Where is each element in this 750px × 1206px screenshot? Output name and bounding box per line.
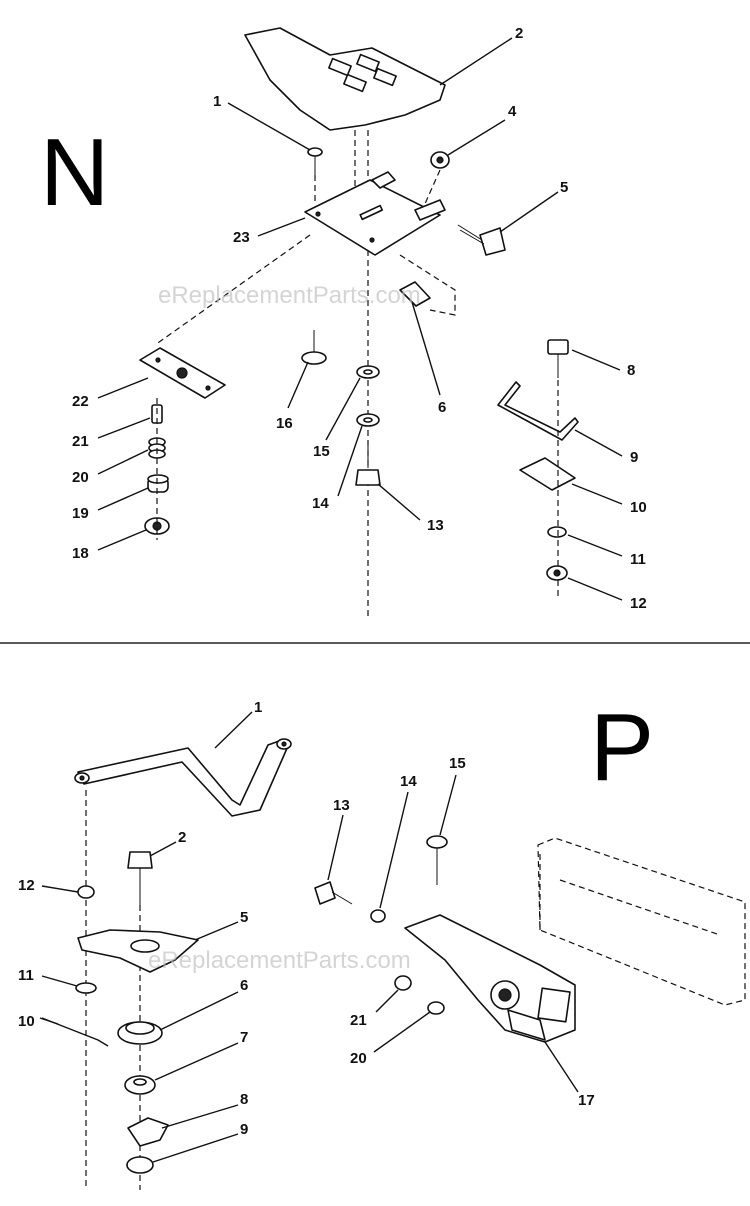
- callouts-n: 1 2 4 5 23 6 8 22 16 15 9 21 20 14 10 19…: [72, 25, 647, 612]
- callout-p-12: 12: [18, 877, 35, 894]
- callout-p-1: 1: [254, 699, 262, 716]
- washer-part-p14: [370, 909, 386, 923]
- hex-bolt-part-2: [355, 445, 381, 486]
- leader-lines-p: [39, 711, 579, 1163]
- callout-n-21: 21: [72, 433, 89, 450]
- seat-bracket-part: [497, 381, 579, 441]
- callout-n-22: 22: [72, 393, 89, 410]
- hex-bolt-part: [457, 224, 506, 256]
- callout-n-10: 10: [630, 499, 647, 516]
- callout-n-23: 23: [233, 229, 250, 246]
- washer-part-3: [547, 526, 567, 538]
- bolt-part-8: [547, 339, 569, 378]
- washer-part-p20: [427, 1001, 445, 1015]
- spring-part-p10: [41, 1017, 109, 1047]
- callout-p-10: 10: [18, 1013, 35, 1030]
- carriage-bolt-part-p15: [426, 835, 448, 885]
- callout-n-9: 9: [630, 449, 638, 466]
- washer-part-2: [356, 413, 380, 427]
- watermark-p: eReplacementParts.com: [148, 947, 411, 974]
- washer-part: [356, 365, 380, 379]
- callout-n-2: 2: [515, 25, 523, 42]
- callout-p-5: 5: [240, 909, 248, 926]
- callout-n-12: 12: [630, 595, 647, 612]
- callout-p-21: 21: [350, 1012, 367, 1029]
- idler-pulley-part: [117, 1021, 163, 1045]
- callout-p-17: 17: [578, 1092, 595, 1109]
- belt-guard-part: [127, 1117, 169, 1147]
- callout-p-6: 6: [240, 977, 248, 994]
- bolt-part-p2: [127, 851, 153, 905]
- callout-n-4: 4: [508, 103, 517, 120]
- flange-nut-part: [144, 517, 170, 535]
- clip-part: [399, 281, 431, 307]
- callout-p-9: 9: [240, 1121, 248, 1138]
- plate-part: [519, 457, 576, 491]
- section-letter-p: P: [590, 694, 654, 801]
- callout-n-16: 16: [276, 415, 293, 432]
- callout-p-7: 7: [240, 1029, 248, 1046]
- callout-n-20: 20: [72, 469, 89, 486]
- axle-bracket-part: [404, 914, 576, 1043]
- shoulder-bolt-part: [301, 330, 327, 365]
- callout-p-15: 15: [449, 755, 466, 772]
- callout-p-11: 11: [18, 967, 34, 984]
- nut-part-p12: [77, 885, 95, 899]
- callout-n-5: 5: [560, 179, 568, 196]
- idler-bracket-part: [77, 929, 199, 973]
- seat-plate-part: [304, 171, 446, 256]
- bolt-part-p13: [314, 881, 353, 905]
- lever-rod-part: [74, 738, 292, 817]
- seat-part: [244, 27, 446, 131]
- watermark-n: eReplacementParts.com: [158, 282, 421, 309]
- leader-lines-n: [97, 37, 623, 601]
- callout-p-20: 20: [350, 1050, 367, 1067]
- callout-n-14: 14: [312, 495, 329, 512]
- nut-part-p9: [126, 1156, 154, 1174]
- callout-p-14: 14: [400, 773, 417, 790]
- spring-part: [148, 437, 166, 459]
- bracket-part: [139, 347, 226, 399]
- callout-n-1: 1: [213, 93, 221, 110]
- callout-p-13: 13: [333, 797, 350, 814]
- frame-reference-outline: [537, 837, 746, 1006]
- section-letter-n: N: [40, 119, 109, 226]
- spacer-part-p7: [124, 1075, 156, 1095]
- callouts-p: 1 15 14 13 2 12 5 11 21 6 10 20 7 17 8 9: [18, 699, 595, 1138]
- callout-n-18: 18: [72, 545, 89, 562]
- nut-part-p21: [394, 975, 412, 991]
- callout-n-19: 19: [72, 505, 89, 522]
- lock-nut-part: [546, 565, 568, 581]
- bushing-part: [147, 474, 169, 493]
- callout-p-8: 8: [240, 1091, 248, 1108]
- washer-part-p11: [75, 982, 97, 994]
- callout-n-15: 15: [313, 443, 330, 460]
- nut-part: [430, 151, 450, 169]
- callout-n-8: 8: [627, 362, 635, 379]
- callout-p-2: 2: [178, 829, 186, 846]
- callout-n-6: 6: [438, 399, 446, 416]
- carriage-bolt-part: [307, 147, 323, 175]
- callout-n-13: 13: [427, 517, 444, 534]
- callout-n-11: 11: [630, 551, 646, 568]
